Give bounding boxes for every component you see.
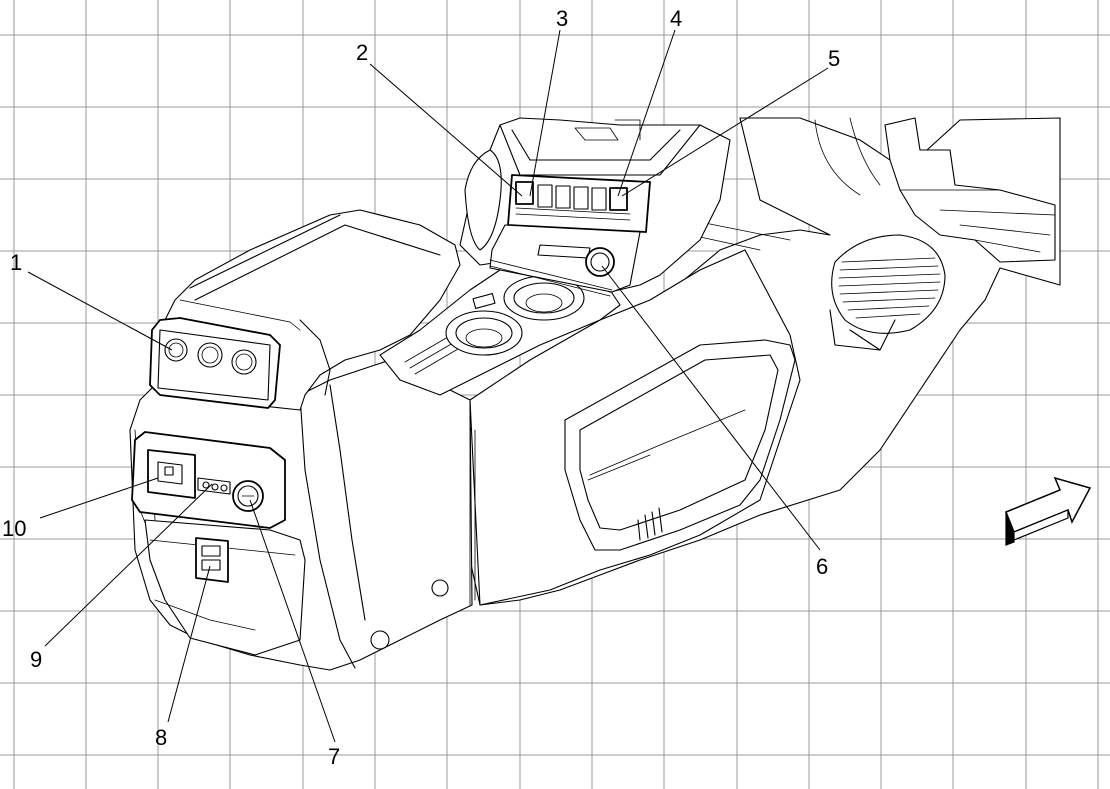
left-seat-heater-switch <box>515 181 534 205</box>
rear-lower-panel <box>131 431 286 583</box>
callout-2: 2 <box>356 40 368 65</box>
forward-direction-arrow-icon <box>1005 476 1092 546</box>
center-console <box>129 249 801 671</box>
side-storage-pocket <box>564 339 796 551</box>
callout-labels: 1 2 3 4 5 6 7 8 9 10 <box>2 6 840 769</box>
rear-knob-right <box>231 349 257 375</box>
shift-lever <box>464 149 502 251</box>
callout-1: 1 <box>10 250 22 275</box>
rear-knob-center <box>197 342 223 368</box>
callout-8: 8 <box>155 725 167 750</box>
callout-3: 3 <box>556 6 568 31</box>
pedal-ribs <box>838 257 941 319</box>
front-power-outlet <box>585 247 615 277</box>
rear-knob-left <box>164 338 188 362</box>
callout-4: 4 <box>670 6 682 31</box>
center-stack <box>459 117 731 297</box>
callout-5: 5 <box>828 46 840 71</box>
callout-9: 9 <box>30 647 42 672</box>
rear-climate-control-panel <box>149 317 281 409</box>
right-seat-heater-switch <box>609 187 628 211</box>
leader-lines <box>27 29 829 743</box>
callout-10: 10 <box>2 516 26 541</box>
callout-7: 7 <box>328 744 340 769</box>
callout-6: 6 <box>816 554 828 579</box>
console-top <box>379 264 621 396</box>
